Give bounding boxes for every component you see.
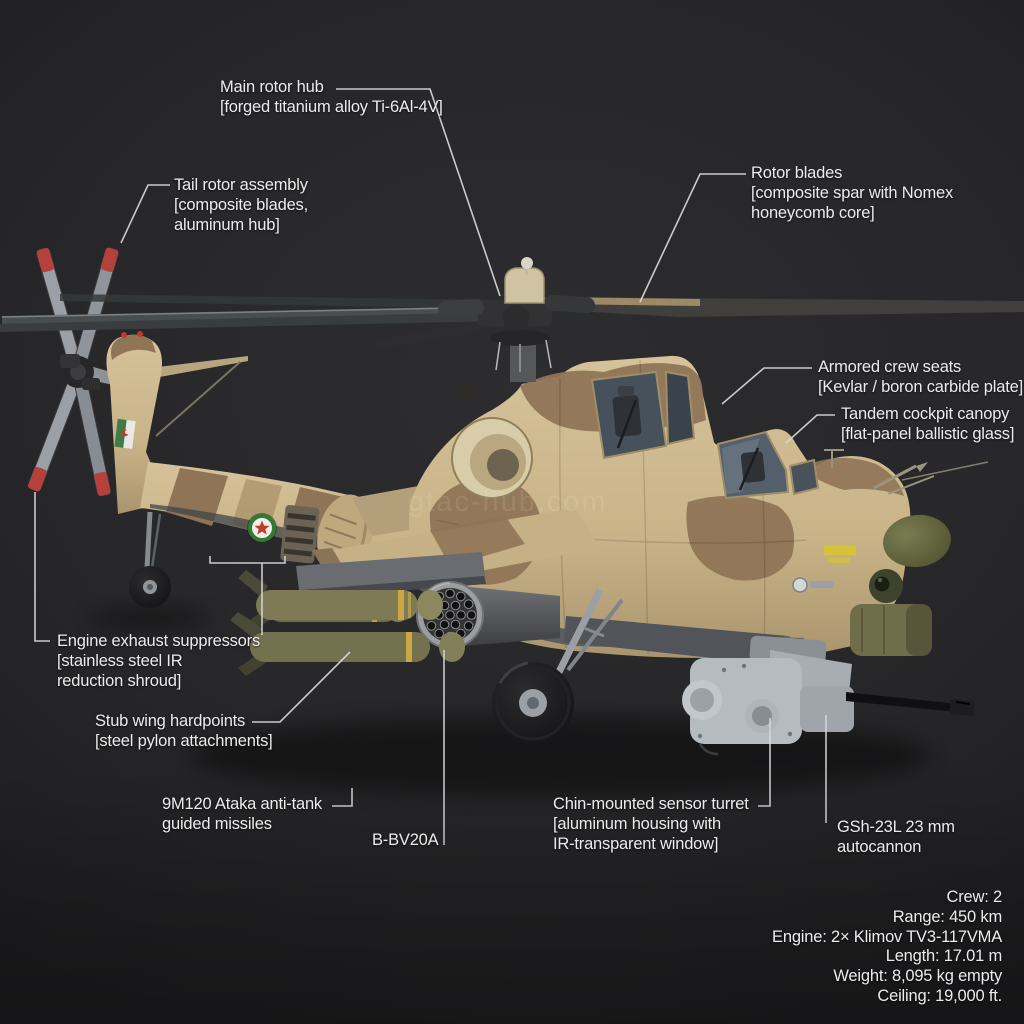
callout-detail: aluminum hub] bbox=[174, 215, 280, 234]
nose-sensor-dome bbox=[850, 514, 951, 656]
callout-ataka: 9M120 Ataka anti-tank guided missiles bbox=[162, 795, 322, 835]
leader-ataka bbox=[332, 788, 353, 807]
pitot-probes bbox=[824, 449, 989, 495]
callout-detail: [flat-panel ballistic glass] bbox=[841, 424, 1015, 443]
callout-detail: [steel pylon attachments] bbox=[95, 731, 273, 750]
callout-title: Main rotor hub bbox=[220, 78, 324, 96]
roundel bbox=[247, 513, 277, 543]
main-landing-gear bbox=[492, 588, 624, 744]
callout-detail: guided missiles bbox=[162, 814, 272, 833]
spec-crew: Crew: 2 bbox=[946, 888, 1003, 906]
leader-tail-rotor bbox=[120, 184, 170, 244]
callout-sensor-turret: Chin-mounted sensor turret [aluminum hou… bbox=[553, 795, 749, 854]
callout-detail: [composite spar with Nomex bbox=[751, 183, 954, 202]
leader-sensor-turret bbox=[758, 718, 771, 807]
callout-title: Rotor blades bbox=[751, 164, 843, 182]
callout-title: GSh-23L 23 mm bbox=[837, 818, 955, 836]
callout-detail: [Kevlar / boron carbide plate] bbox=[818, 377, 1023, 396]
main-rotor-blades bbox=[0, 294, 1024, 349]
leader-main-rotor-hub bbox=[336, 88, 501, 297]
callout-main-rotor-hub: Main rotor hub [forged titanium alloy Ti… bbox=[220, 78, 443, 118]
callout-detail: autocannon bbox=[837, 837, 922, 856]
callout-detail: [stainless steel IR bbox=[57, 651, 183, 670]
leader-stub-wing bbox=[252, 651, 351, 723]
spec-block: Crew: 2 Range: 450 km Engine: 2× Klimov … bbox=[772, 888, 1002, 1007]
leader-rotor-blades bbox=[639, 173, 746, 303]
callout-detail: [aluminum housing with bbox=[553, 814, 722, 833]
callout-title: Armored crew seats bbox=[818, 358, 962, 376]
callout-armored-seats: Armored crew seats [Kevlar / boron carbi… bbox=[818, 358, 1023, 398]
ataka-missiles bbox=[230, 570, 465, 676]
cockpit-canopy bbox=[590, 370, 820, 500]
exhaust-louver bbox=[280, 504, 320, 564]
tail-wheel bbox=[129, 511, 171, 608]
chin-turret bbox=[682, 635, 975, 756]
watermark: gtac-hub.com bbox=[408, 486, 608, 518]
spec-engine: Engine: 2× Klimov TV3-117VMA bbox=[772, 927, 1002, 946]
autocannon-barrel bbox=[846, 692, 975, 716]
callout-canopy: Tandem cockpit canopy [flat-panel ballis… bbox=[841, 405, 1014, 445]
callout-title: Tandem cockpit canopy bbox=[841, 405, 1010, 423]
leader-exhaust-bracket bbox=[209, 556, 286, 635]
callout-rotor-blades: Rotor blades [composite spar with Nomex … bbox=[751, 164, 953, 223]
callout-rocket-pod: B-BV20A bbox=[372, 831, 439, 851]
callout-title: Engine exhaust suppressors bbox=[57, 632, 261, 650]
leader-exhaust-left bbox=[34, 492, 50, 642]
flag-decal bbox=[114, 418, 136, 449]
main-rotor-hub bbox=[438, 257, 595, 382]
callout-detail: reduction shroud] bbox=[57, 671, 182, 690]
callout-detail: IR-transparent window] bbox=[553, 834, 719, 853]
callout-tail-rotor: Tail rotor assembly [composite blades, a… bbox=[174, 176, 308, 235]
tail-rotor bbox=[27, 247, 119, 497]
callout-title: Chin-mounted sensor turret bbox=[553, 795, 749, 813]
callout-stub-wing: Stub wing hardpoints [steel pylon attach… bbox=[95, 712, 273, 752]
callout-title: Tail rotor assembly bbox=[174, 176, 308, 194]
stub-wing-weapons bbox=[230, 508, 600, 676]
spec-range: Range: 450 km bbox=[892, 907, 1003, 926]
callout-detail: [composite blades, bbox=[174, 195, 308, 214]
spec-length: Length: 17.01 m bbox=[885, 947, 1002, 966]
callout-exhaust: Engine exhaust suppressors [stainless st… bbox=[57, 632, 260, 691]
leader-armored-seats bbox=[721, 367, 812, 405]
callout-detail: honeycomb core] bbox=[751, 203, 875, 222]
spec-ceiling: Ceiling: 19,000 ft. bbox=[877, 986, 1002, 1005]
callout-title: B-BV20A bbox=[372, 831, 439, 849]
callout-detail: [forged titanium alloy Ti-6Al-4V] bbox=[220, 97, 443, 116]
callout-title: Stub wing hardpoints bbox=[95, 712, 246, 730]
callout-cannon: GSh-23L 23 mm autocannon bbox=[837, 818, 955, 858]
callout-title: 9M120 Ataka anti-tank bbox=[162, 795, 322, 813]
leader-canopy bbox=[785, 414, 835, 444]
spec-weight: Weight: 8,095 kg empty bbox=[833, 967, 1002, 986]
